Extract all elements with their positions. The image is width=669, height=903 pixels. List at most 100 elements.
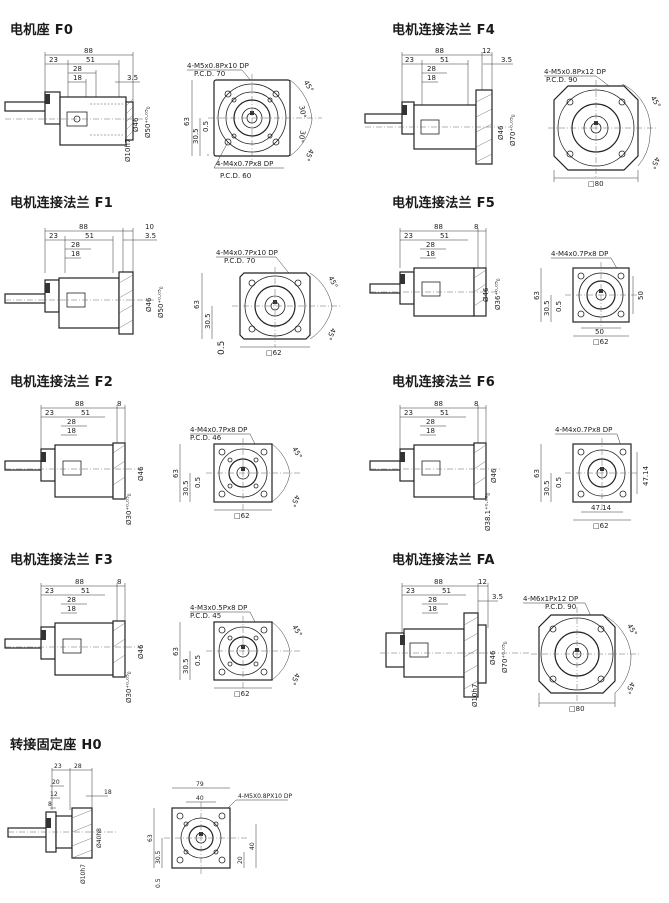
title-f6: 电机连接法兰 F6 xyxy=(392,375,496,390)
dim-28: 28 xyxy=(426,418,435,426)
angle-2: 45° xyxy=(325,327,338,342)
dim-88: 88 xyxy=(434,400,443,408)
note-2: P.C.D. 45 xyxy=(190,612,221,620)
angle-1: 45° xyxy=(290,446,303,461)
dim-30-5: 30.5 xyxy=(543,300,551,316)
dim-18: 18 xyxy=(428,605,437,613)
side-view-h0: 23 28 20 12 8 18 Ø40h8 Ø10h7 xyxy=(7,763,118,884)
dim-0-5: 0.5 xyxy=(155,878,162,888)
dim-30-5: 30.5 xyxy=(192,128,200,144)
dim-88: 88 xyxy=(84,47,93,55)
dim-18: 18 xyxy=(426,427,435,435)
title-f2: 电机连接法兰 F2 xyxy=(10,375,114,390)
diam-38-1: Ø38.1⁺⁰·⁰⁸₀ xyxy=(484,493,492,531)
angle-1: 45° xyxy=(649,95,662,110)
dim-18: 18 xyxy=(71,250,80,258)
note-2: P.C.D. 90 xyxy=(545,603,576,611)
dim-63: 63 xyxy=(533,469,541,478)
dim-8: 8 xyxy=(117,400,121,408)
dim-18: 18 xyxy=(67,605,76,613)
dim-88: 88 xyxy=(434,578,443,586)
dim-lines xyxy=(44,52,140,102)
dim-47-14-v: 47.14 xyxy=(642,465,650,486)
front-view-f4: 4-M5x0.8Px12 DP P.C.D. 90 45° 45° □80 xyxy=(544,68,662,188)
dim-63: 63 xyxy=(172,469,180,478)
dim-63: 63 xyxy=(147,834,154,842)
diam-50: Ø50⁺⁰·⁰⁵₀ xyxy=(144,106,152,138)
dim-23: 23 xyxy=(45,587,54,595)
dim-28: 28 xyxy=(73,65,82,73)
angle-2: 45° xyxy=(624,681,637,696)
dim-3-5: 3.5 xyxy=(492,593,503,601)
dim-sq62: □62 xyxy=(234,512,250,520)
dim-40-right: 40 xyxy=(249,842,256,850)
note-4: P.C.D. 60 xyxy=(220,172,251,180)
dim-18: 18 xyxy=(67,427,76,435)
side-view-fa: 88 12 23 51 28 18 3.5 Ø46 Ø70⁺⁰·⁰⁵₀ Ø10h… xyxy=(380,578,530,707)
diam-46: Ø46 xyxy=(489,650,497,665)
angle-1: 45° xyxy=(625,623,638,638)
note-2: P.C.D. 46 xyxy=(190,434,222,442)
dim-12: 12 xyxy=(50,791,58,798)
title-f5: 电机连接法兰 F5 xyxy=(392,196,496,211)
dim-10: 10 xyxy=(145,223,154,231)
title-h0: 转接固定座 H0 xyxy=(10,738,102,753)
front-view-f3: 4-M3x0.5Px8 DP P.C.D. 45 45° 45° 63 30.5… xyxy=(172,604,303,698)
dim-28: 28 xyxy=(74,763,82,770)
dim-51: 51 xyxy=(440,56,449,64)
diam-30: Ø30⁺⁰·⁰⁵₀ xyxy=(125,671,133,703)
front-view-f5: 4-M4x0.7Px8 DP 63 30.5 0.5 50 50 □62 xyxy=(533,250,645,346)
dim-51: 51 xyxy=(85,232,94,240)
dim-12: 12 xyxy=(482,47,491,55)
title-f3: 电机连接法兰 F3 xyxy=(10,553,114,568)
dim-40-top: 40 xyxy=(196,795,204,802)
dim-0-5: 0.5 xyxy=(555,301,563,312)
front-view-f0: 4-M5x0.8Px10 DP P.C.D. 70 45° 30° 30° 45… xyxy=(183,62,322,180)
diam-46: Ø46 xyxy=(490,468,498,483)
dim-30-5: 30.5 xyxy=(182,658,190,674)
note-1: 4-M4x0.7Px8 DP xyxy=(551,250,608,258)
diam-10h7: Ø10h7 xyxy=(124,139,132,162)
dim-88: 88 xyxy=(75,578,84,586)
dim-20: 20 xyxy=(237,856,244,864)
dim-23: 23 xyxy=(405,56,414,64)
diam-46: Ø46 xyxy=(137,466,145,481)
dim-51: 51 xyxy=(440,409,449,417)
angle-2: 45° xyxy=(289,672,302,687)
dim-47-14-h: 47.14 xyxy=(591,504,612,512)
diam-40h8: Ø40h8 xyxy=(96,828,103,848)
dim-18: 18 xyxy=(427,74,436,82)
dim-sq80: □80 xyxy=(569,705,585,713)
note-2: P.C.D. 70 xyxy=(194,70,225,78)
diam-70: Ø70⁺⁰·⁰⁵₀ xyxy=(509,114,517,146)
dim-18: 18 xyxy=(73,74,82,82)
dim-30-5: 30.5 xyxy=(543,480,551,496)
diam-50: Ø50⁺⁰·⁰⁵₀ xyxy=(157,286,165,318)
dim-23: 23 xyxy=(54,763,62,770)
dim-28: 28 xyxy=(71,241,80,249)
title-fa: 电机连接法兰 FA xyxy=(392,553,495,568)
note-1: 4-M6x1Px12 DP xyxy=(523,595,578,603)
diam-30: Ø30⁺⁰·⁰⁵₀ xyxy=(125,493,133,525)
angle-1: 45° xyxy=(290,624,303,639)
diam-46: Ø46 xyxy=(497,125,505,140)
dim-3-5: 3.5 xyxy=(501,56,512,64)
title-f0: 电机座 F0 xyxy=(10,23,74,38)
dim-sq62: □62 xyxy=(593,522,609,530)
note-1: 4-M5X0.8PX10 DP xyxy=(238,793,293,800)
side-view-f2: 88 8 23 51 28 18 Ø46 Ø30⁺⁰·⁰⁵₀ xyxy=(4,400,145,525)
dim-63: 63 xyxy=(533,291,541,300)
dim-63: 63 xyxy=(172,647,180,656)
front-view-h0: 79 40 4-M5X0.8PX10 DP 63 30.5 0.5 20 40 xyxy=(147,781,293,888)
note-1: 4-M4x0.7Px8 DP xyxy=(190,426,247,434)
dim-8: 8 xyxy=(474,223,478,231)
dim-0-5: 0.5 xyxy=(202,121,210,132)
dim-28: 28 xyxy=(426,241,435,249)
dim-23: 23 xyxy=(404,409,413,417)
diam-46: Ø46 xyxy=(145,297,153,312)
dim-28: 28 xyxy=(428,596,437,604)
dim-0-5: 0.5 xyxy=(555,477,563,488)
note-1: 4-M5x0.8Px12 DP xyxy=(544,68,606,76)
dim-63: 63 xyxy=(183,117,191,126)
angle-3: 30° xyxy=(297,130,307,144)
